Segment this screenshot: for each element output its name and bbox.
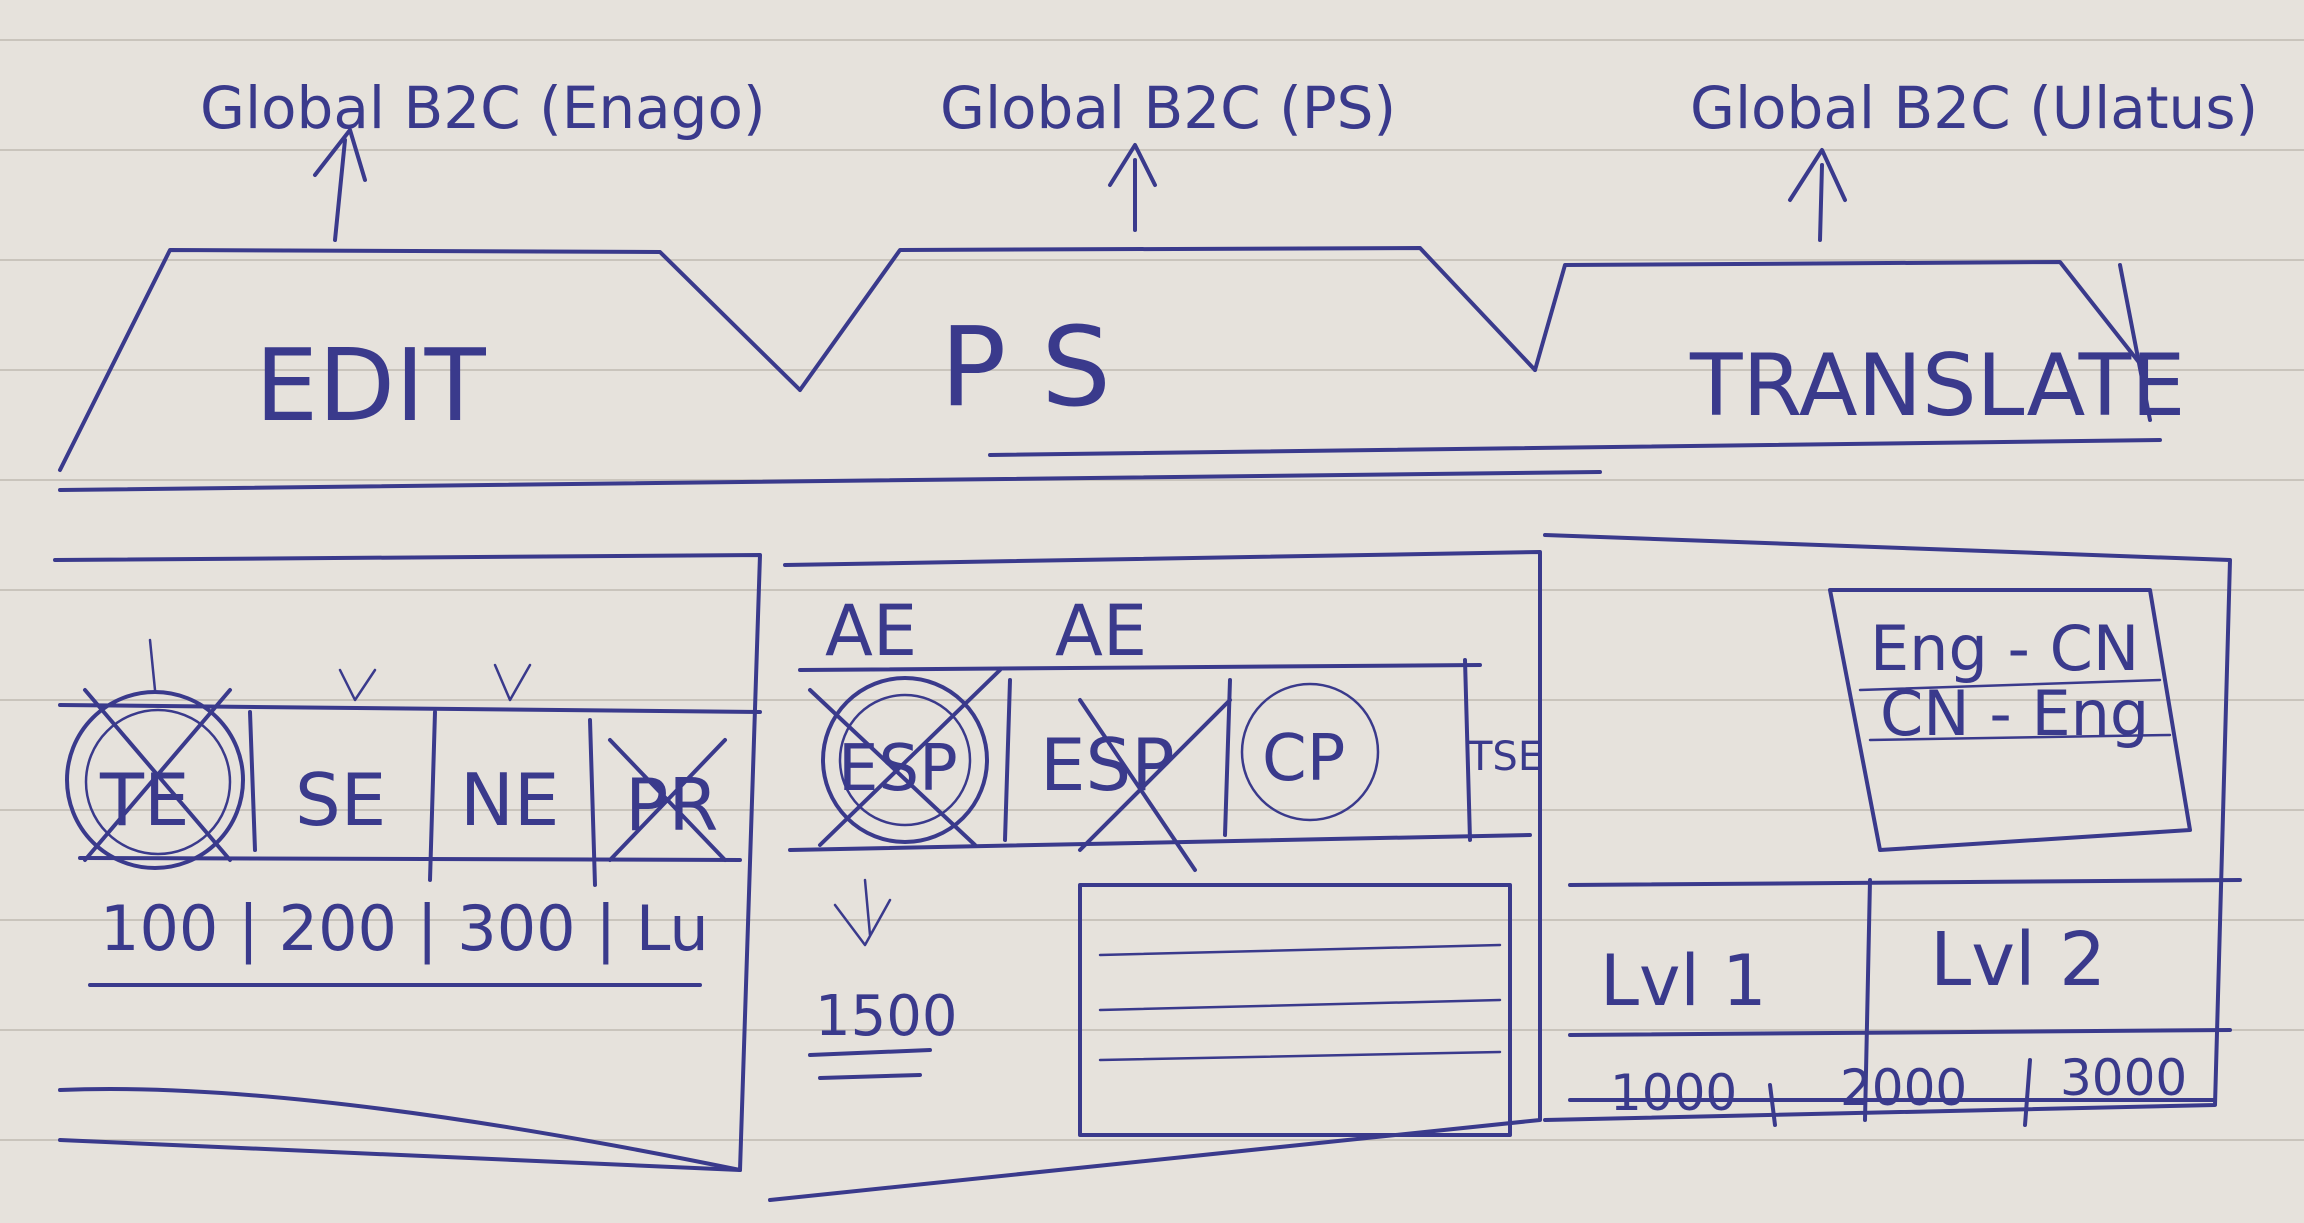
arrow-up-translate <box>1788 148 1847 242</box>
translate-price-1000: 1000 <box>1610 1064 1737 1122</box>
lang-pair-cn-eng: CN - Eng <box>1880 677 2149 750</box>
stage-translate: TRANSLATE <box>1689 336 2185 436</box>
stage-edit: EDIT <box>255 327 487 444</box>
edit-panel <box>53 553 762 1172</box>
edit-price-row: 100 | 200 | 300 | Lu <box>100 892 709 966</box>
tab-cp-circled: CP <box>1240 682 1380 822</box>
ae-label-1: AE <box>825 590 917 672</box>
edit-tick-marks <box>148 638 532 702</box>
label-global-b2c-ps: Global B2C (PS) <box>940 74 1396 142</box>
ps-underline <box>988 438 2162 457</box>
tab-esp-1-label: ESP <box>838 732 958 806</box>
flow-chevron-edit <box>58 248 802 472</box>
arrow-up-ps <box>1108 143 1157 232</box>
translate-price-2000: 2000 <box>1840 1059 1967 1117</box>
level-2-label: Lvl 2 <box>1930 917 2106 1003</box>
tab-ne-label: NE <box>460 758 559 842</box>
tab-esp-2-crossed: ESP <box>1040 698 1232 872</box>
ae-label-2: AE <box>1055 590 1147 672</box>
tab-cp-label: CP <box>1262 722 1345 796</box>
stage-ps: P S <box>940 303 1111 431</box>
ruled-lines <box>0 39 2304 1141</box>
flow-chevron-translate <box>1533 260 2152 422</box>
translate-panel <box>1543 533 2242 1127</box>
ps-panel <box>768 550 1542 1202</box>
flow-baseline <box>58 470 1602 492</box>
level-1-label: Lvl 1 <box>1600 940 1767 1022</box>
tab-te-label: TE <box>99 758 189 842</box>
tab-te-crossed: TE <box>65 688 245 870</box>
tab-se-label: SE <box>295 758 386 842</box>
lang-pair-eng-cn: Eng - CN <box>1870 612 2139 685</box>
tab-pr-crossed: PR <box>608 738 727 862</box>
tab-esp-1-crossed: ESP <box>808 668 1002 847</box>
ps-price-underline <box>808 1048 932 1080</box>
ps-price: 1500 <box>815 984 958 1049</box>
translate-price-3000: 3000 <box>2060 1049 2187 1107</box>
flow-chevron-ps <box>798 246 1537 392</box>
tab-esp-2-label: ESP <box>1040 723 1175 807</box>
arrow-up-edit <box>313 128 367 242</box>
ps-down-arrow <box>833 878 892 947</box>
label-global-b2c-enago: Global B2C (Enago) <box>200 74 766 142</box>
label-global-b2c-ulatus: Global B2C (Ulatus) <box>1690 74 2258 142</box>
tab-tse-label: TSE <box>1467 734 1543 780</box>
